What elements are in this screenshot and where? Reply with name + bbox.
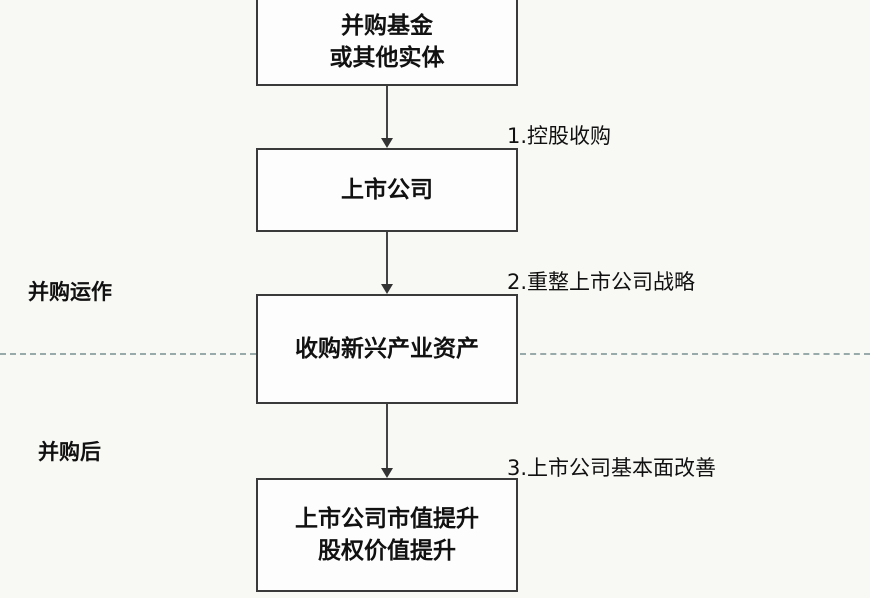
box-listed-company: 上市公司 [256,148,518,232]
box-result-line2: 股权价值提升 [318,538,456,564]
box-acquire-text: 收购新兴产业资产 [295,336,479,362]
box-fund-line2: 或其他实体 [329,45,445,71]
phase-divider-right [520,353,870,355]
box-fund-line1: 并购基金 [341,13,433,39]
box-fund: 并购基金 或其他实体 [256,0,518,86]
box-result-line1: 上市公司市值提升 [295,506,479,532]
step-1-label: 1.控股收购 [507,124,612,148]
step-2-label: 2.重整上市公司战略 [507,270,696,294]
box-acquire-assets: 收购新兴产业资产 [256,294,518,404]
arrow-1 [381,86,393,148]
step-3-label: 3.上市公司基本面改善 [507,456,717,480]
arrow-2 [381,232,393,294]
phase-post-label: 并购后 [38,440,101,464]
phase-operation-label: 并购运作 [28,280,112,304]
box-result: 上市公司市值提升 股权价值提升 [256,478,518,592]
box-listed-text: 上市公司 [341,177,433,203]
phase-divider-left [0,353,256,355]
arrow-3 [381,404,393,478]
